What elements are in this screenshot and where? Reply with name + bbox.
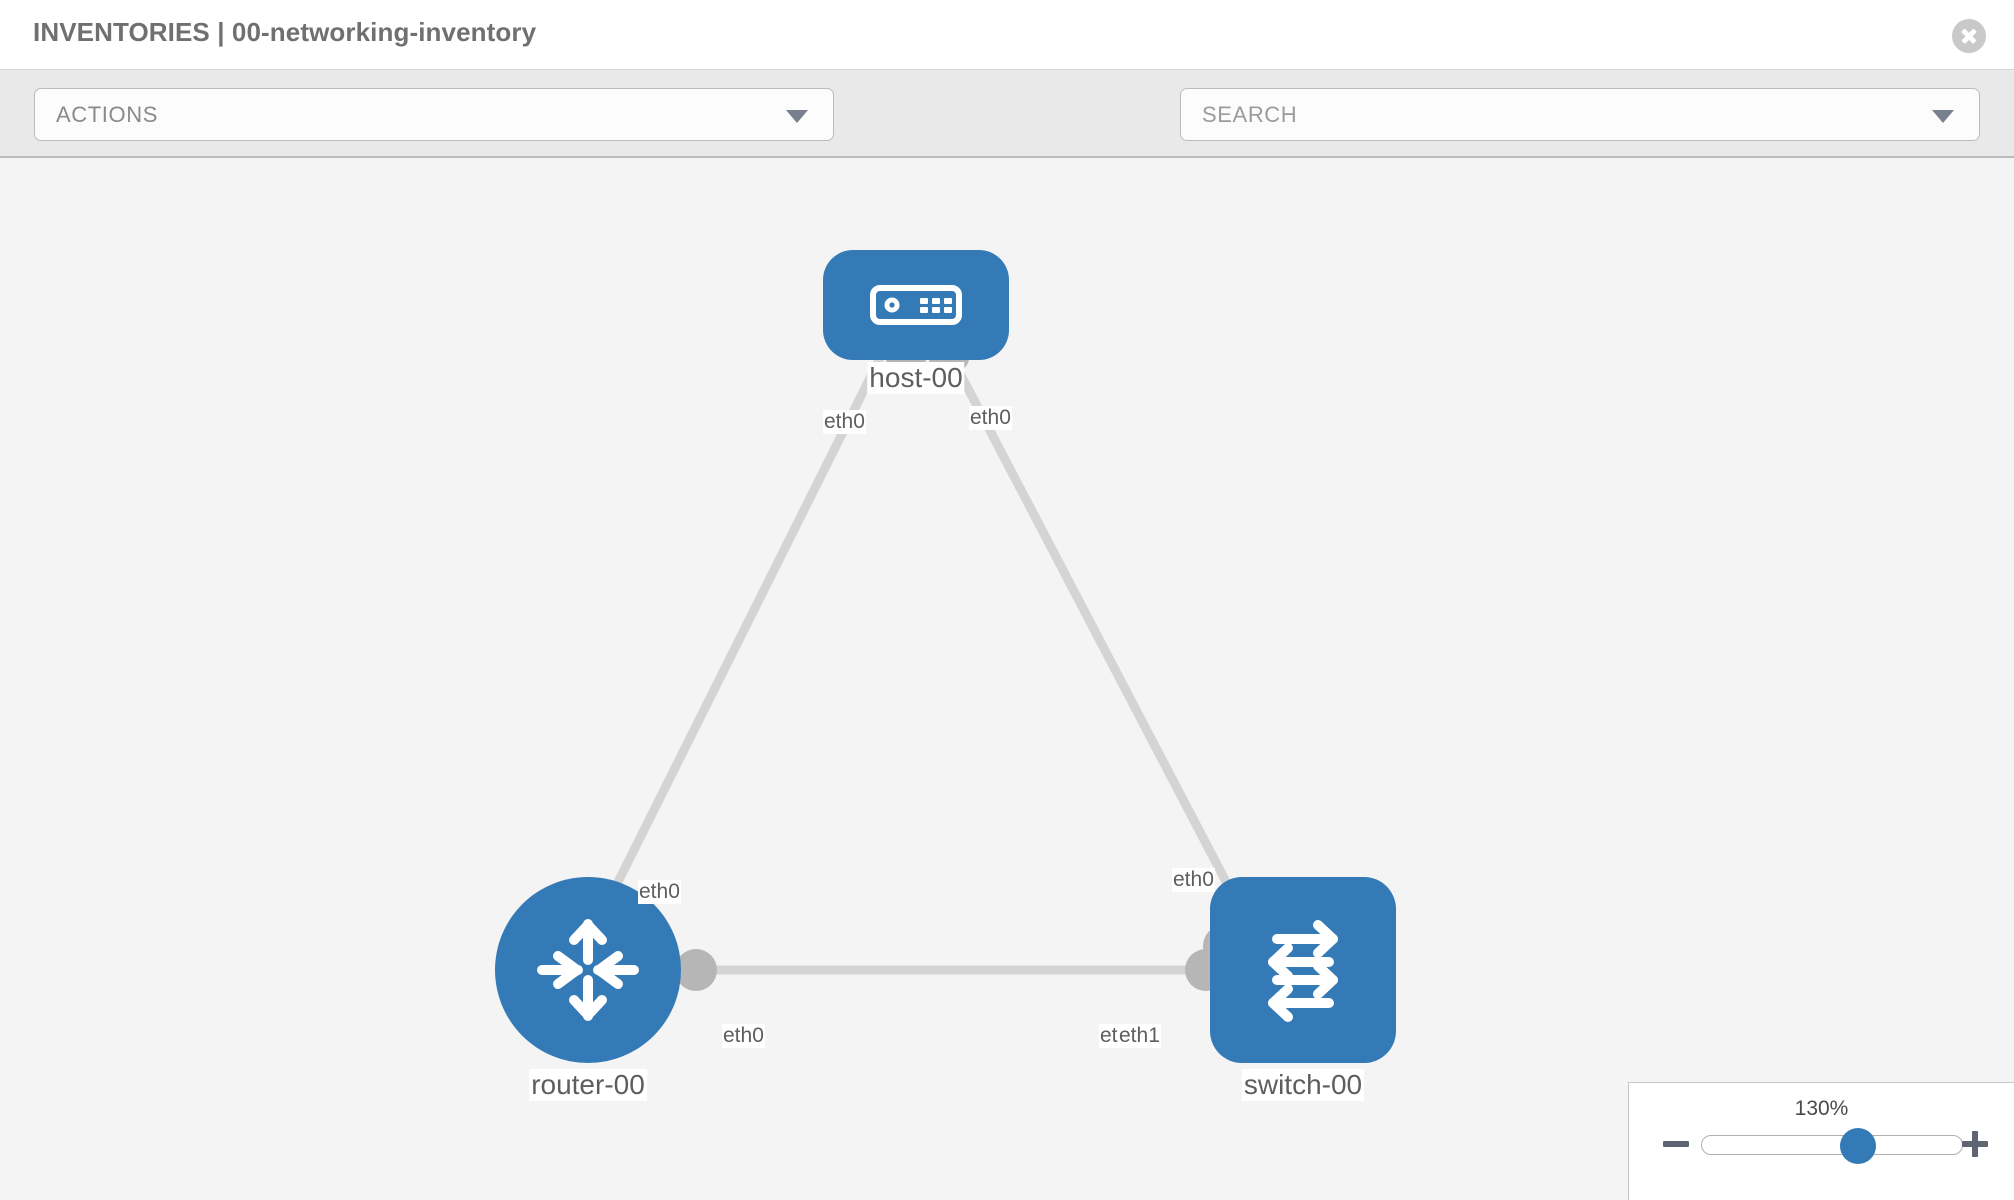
node-switch-00-shape[interactable] [1210,877,1396,1063]
zoom-slider-track[interactable] [1701,1128,1963,1164]
search-placeholder: SEARCH [1202,102,1298,127]
toolbar: ACTIONS SEARCH [0,70,2014,207]
zoom-control-panel: 130% [1628,1082,2014,1200]
page-header: INVENTORIES | 00-networking-inventory [0,0,2014,70]
switch-icon [1268,920,1338,1022]
zoom-level-value: 130% [1794,1097,1849,1120]
topology-links [595,353,1250,975]
node-router-00-shape[interactable] [495,877,681,1063]
node-router-00[interactable]: router-00 [495,877,681,1101]
zoom-slider-thumb[interactable] [1840,1128,1876,1164]
link-host-router [595,353,885,923]
node-host-00-label: host-00 [867,362,965,394]
port-label-switch-upper: eth0 [1172,868,1215,892]
actions-dropdown[interactable]: ACTIONS [34,88,834,141]
node-host-00-shape[interactable] [823,250,1009,360]
topology-canvas[interactable]: host-00 eth0 eth0 [0,158,2014,1200]
port-label-router-upper: eth0 [638,880,681,904]
port-label-host-left: eth0 [823,410,866,434]
chevron-down-icon [786,110,808,123]
node-switch-00-label: switch-00 [1241,1069,1365,1101]
plus-icon[interactable] [1958,1127,1992,1161]
connector-router-right [675,949,717,991]
node-switch-00[interactable]: switch-00 [1210,877,1396,1101]
close-icon[interactable] [1952,19,1986,53]
chevron-down-icon[interactable] [1932,110,1954,123]
port-label-router-right: eth0 [722,1024,765,1048]
minus-icon[interactable] [1659,1127,1693,1161]
node-router-00-label: router-00 [529,1069,647,1101]
port-label-switch-left-b: eth1 [1118,1024,1161,1048]
search-input[interactable]: SEARCH [1180,88,1980,141]
router-icon [537,919,639,1021]
port-label-host-right: eth0 [969,406,1012,430]
node-host-00[interactable]: host-00 [823,250,1009,394]
page-title: INVENTORIES | 00-networking-inventory [33,17,537,47]
link-host-switch [947,353,1250,923]
server-icon [870,285,962,325]
actions-dropdown-label: ACTIONS [56,102,158,127]
